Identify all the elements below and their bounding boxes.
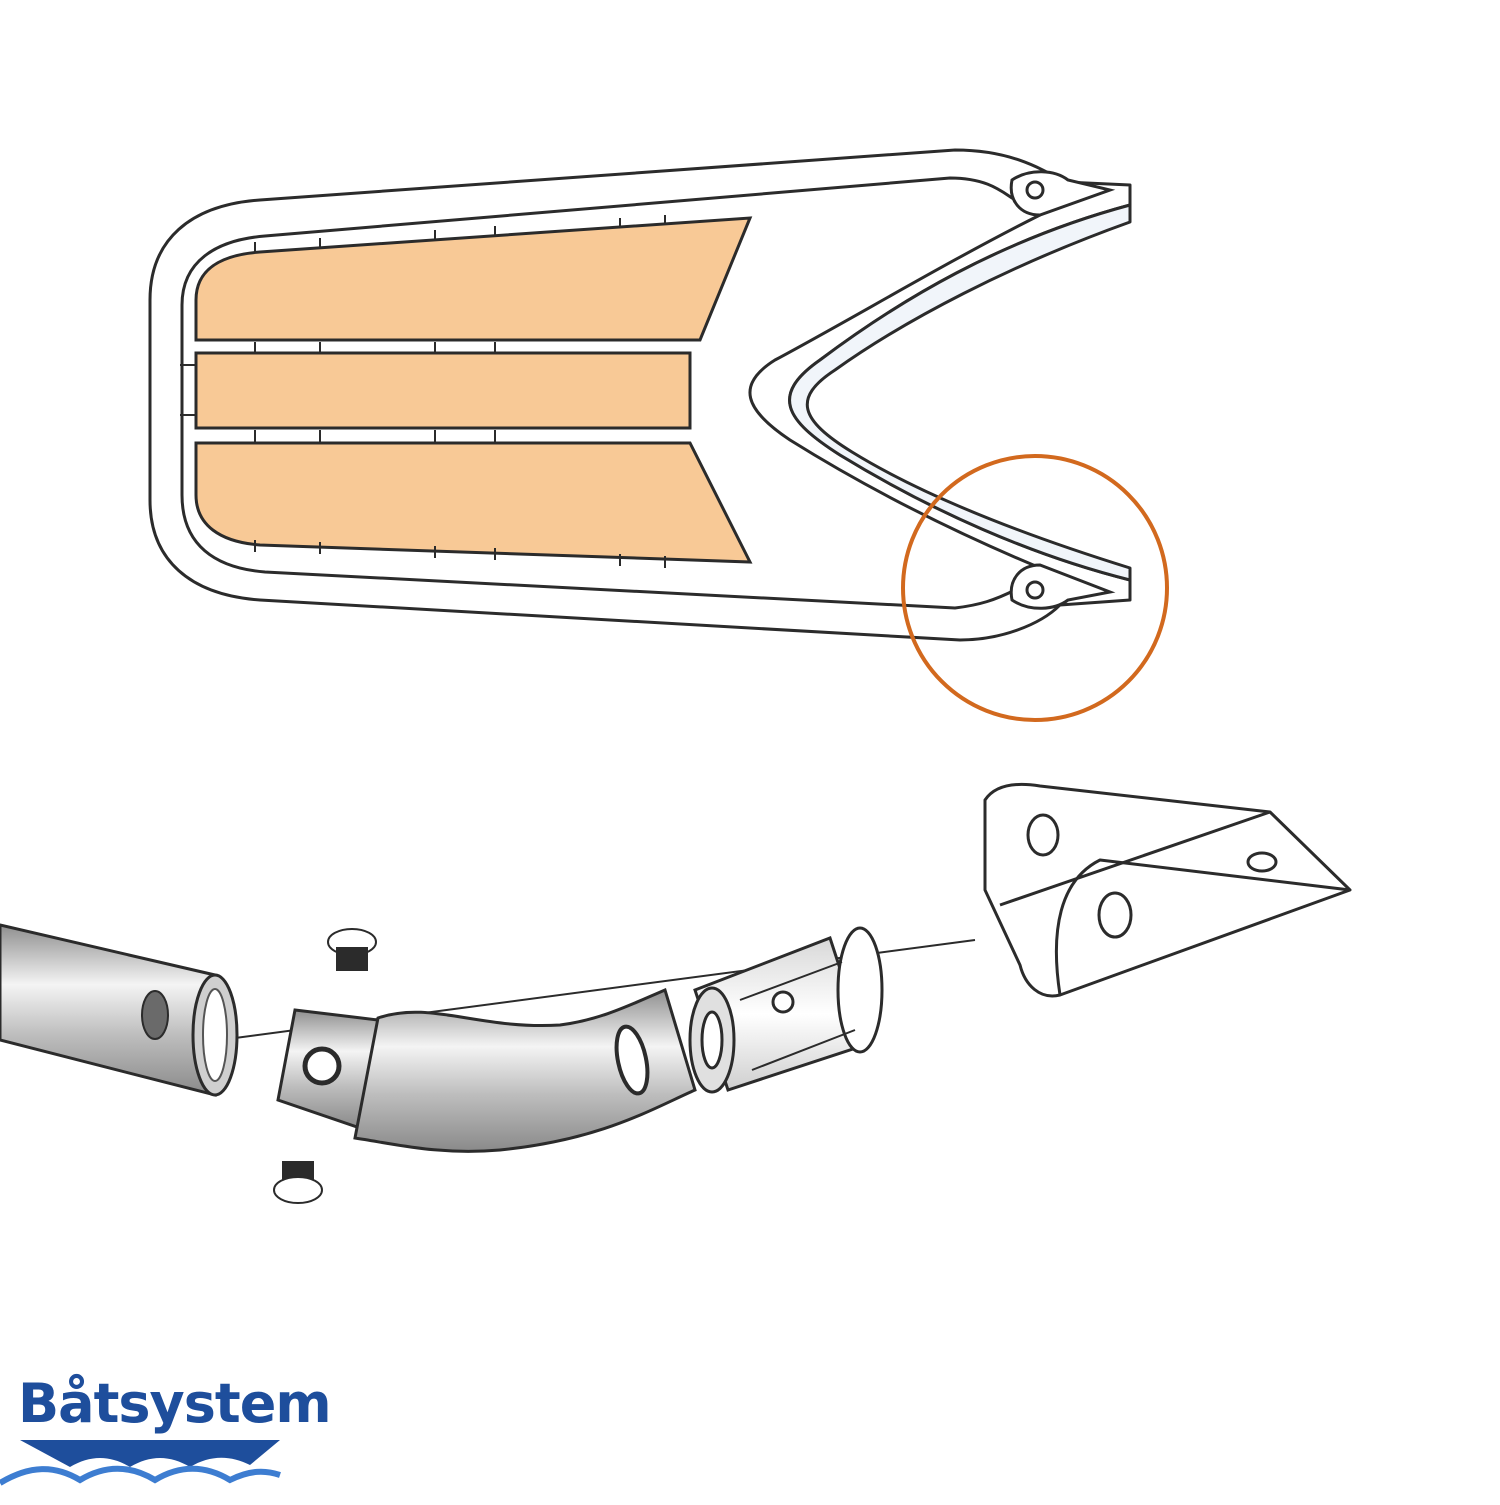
- deck-slat-top: [194, 216, 753, 342]
- frame-mount-bottom: [1009, 563, 1116, 610]
- frame-mount-top: [1009, 170, 1116, 217]
- bolt-hole-icon: [1097, 891, 1133, 939]
- bracket-icon: [983, 782, 1352, 998]
- screw-icon: [273, 1161, 323, 1204]
- deck-slat-bottom: [194, 441, 753, 564]
- screw-icon: [327, 928, 377, 971]
- bent-tube: [353, 987, 697, 1153]
- bolt-hole-icon: [1026, 813, 1060, 857]
- anchor-channel: [788, 203, 1132, 582]
- tube-slot-icon: [614, 1024, 650, 1096]
- bolt-hole-icon: [1246, 851, 1278, 873]
- brand-logo-text: Båtsystem: [18, 1372, 332, 1435]
- brand-waves-icon: [0, 1440, 281, 1486]
- deck-slat-middle: [194, 351, 692, 430]
- tube-slot-icon: [141, 990, 169, 1040]
- connector-sleeve: [276, 1008, 380, 1130]
- end-cap-icon: [688, 926, 884, 1094]
- bolt-hole-icon: [1025, 180, 1045, 200]
- sleeve-hole-icon: [302, 1046, 342, 1086]
- highlight-circle-icon: [901, 454, 1169, 722]
- bolt-hole-icon: [1025, 580, 1045, 600]
- deck-slats: [194, 216, 753, 564]
- slat-supports: [180, 215, 666, 568]
- straight-tube: [0, 923, 239, 1097]
